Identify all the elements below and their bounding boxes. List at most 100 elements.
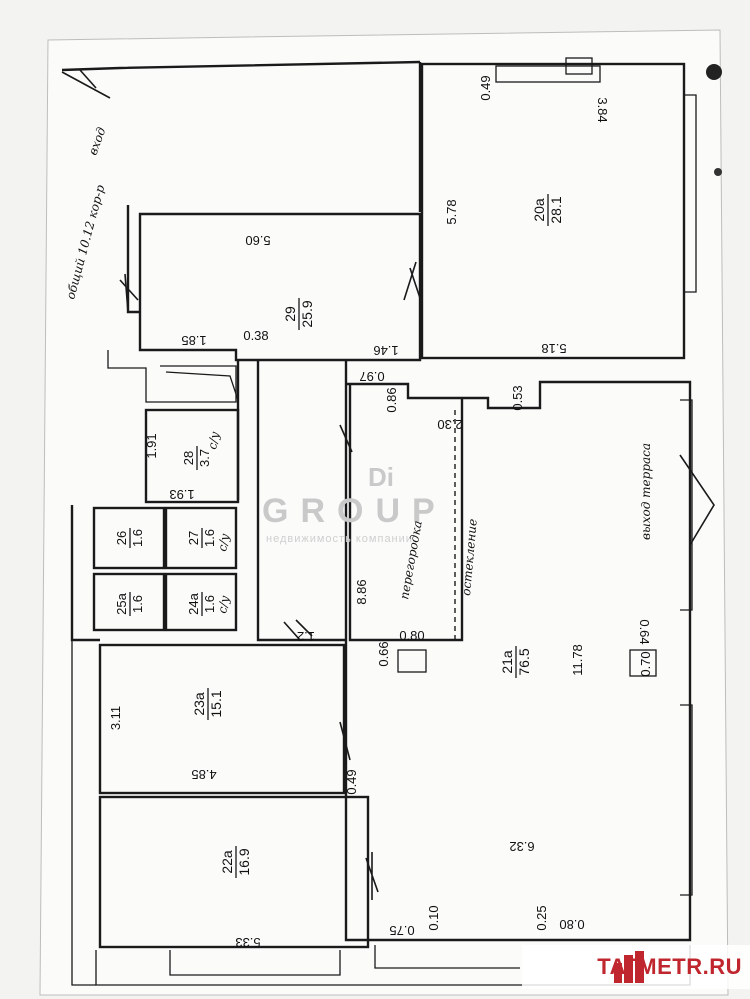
svg-text:3.7: 3.7 (197, 449, 212, 467)
svg-text:29: 29 (282, 306, 298, 322)
svg-text:21a: 21a (499, 650, 515, 674)
logo-building-icon (614, 951, 644, 983)
svg-text:25.9: 25.9 (299, 300, 315, 327)
scan-speck-2 (714, 168, 722, 176)
dim-d12: 2.30 (437, 417, 462, 432)
dim-d13: 1.91 (144, 433, 159, 458)
entrance-arrow (61, 69, 111, 99)
svg-text:1.6: 1.6 (130, 595, 145, 613)
room-23a-walls (98, 643, 346, 795)
dim-d15: 8.86 (354, 579, 369, 604)
note-room-27: с/у (215, 533, 232, 553)
room-27-label: 27 1.6 (186, 528, 217, 548)
door-terrace (679, 454, 715, 546)
dim-d24: 6.32 (509, 839, 534, 854)
corridor-wall-top (61, 60, 421, 72)
dim-d10: 0.86 (384, 387, 399, 412)
dim-d16: 0.80 (399, 628, 424, 643)
door-corridor (119, 273, 139, 313)
dim-d22: 4.85 (191, 767, 216, 782)
door-22a (365, 852, 379, 900)
dim-d11: 0.53 (510, 385, 525, 410)
door-20a (403, 261, 421, 301)
room-23a-label: 23a 15.1 (191, 688, 224, 720)
room-25a-label: 25a 1.6 (114, 592, 145, 616)
room-27-walls (164, 506, 238, 570)
room-21a-walls (344, 360, 692, 942)
room-28-walls (144, 408, 240, 504)
svg-text:26: 26 (114, 531, 129, 545)
dim-d14: 1.93 (169, 487, 194, 502)
note-glazing: остекление (459, 518, 480, 596)
room-22a-label: 22a 16.9 (219, 846, 252, 878)
door-21a-upper (339, 420, 353, 465)
dim-d20: 0.70 (638, 651, 653, 676)
svg-text:23a: 23a (191, 692, 207, 716)
dim-d18: 11.78 (570, 644, 585, 676)
dim-d19: 0.64 (637, 619, 652, 644)
dim-d21: 3.11 (108, 706, 123, 730)
svg-text:76.5: 76.5 (516, 648, 532, 675)
note-room-28: с/у (205, 431, 222, 451)
svg-text:1.6: 1.6 (130, 529, 145, 547)
dim-d5: 5.18 (541, 341, 566, 356)
dim-d29: 0.80 (559, 917, 584, 932)
spine-wall-left (256, 360, 346, 642)
svg-text:16.9: 16.9 (236, 848, 252, 875)
dim-d30: 1.2 (297, 629, 315, 644)
sheet-outline (39, 29, 729, 996)
dim-d28: 0.25 (534, 905, 549, 930)
dim-d9: 0.97 (359, 369, 384, 384)
room-26-label: 26 1.6 (114, 528, 145, 548)
svg-text:15.1: 15.1 (208, 690, 224, 717)
tatmetr-logo: TATMETR.RU (522, 945, 750, 989)
svg-text:27: 27 (186, 531, 201, 545)
svg-text:22a: 22a (219, 850, 235, 874)
watermark-tagline: недвижимость компании (266, 533, 413, 545)
room-20a-window (684, 94, 697, 293)
dim-d3: 5.78 (444, 199, 459, 224)
svg-text:28.1: 28.1 (548, 196, 564, 223)
room-28-label: 28 3.7 (181, 446, 212, 470)
room-20a-niche-2 (565, 57, 593, 75)
dim-d25: 5.33 (235, 935, 260, 950)
dim-d7: 0.38 (243, 328, 268, 343)
column-2 (629, 649, 657, 677)
room-20a-label: 20a 28.1 (531, 194, 564, 226)
dim-d1: 0.49 (478, 75, 493, 100)
room-21a-window-lower (680, 704, 693, 896)
dim-d6: 1.85 (181, 333, 206, 348)
left-facade (71, 640, 96, 986)
svg-text:20a: 20a (531, 198, 547, 222)
svg-text:24a: 24a (186, 592, 201, 614)
note-room-24: с/у (215, 595, 232, 615)
room-29-label: 29 25.9 (282, 298, 315, 330)
bottom-window-2 (374, 945, 520, 969)
room-22a-walls (98, 795, 370, 949)
dim-d4: 5.60 (245, 233, 270, 248)
room-29-walls (126, 205, 422, 362)
column-1 (397, 649, 427, 673)
step-mark (283, 619, 313, 641)
bottom-window (169, 950, 341, 976)
room-25-walls (92, 572, 166, 632)
dim-d27: 0.10 (426, 905, 441, 930)
dim-d26: 0.75 (389, 923, 414, 938)
room-21a-window-upper (680, 399, 693, 611)
closet-block (107, 350, 237, 403)
svg-text:1.6: 1.6 (202, 529, 217, 547)
watermark-top: Di (368, 462, 394, 492)
room-24-walls (164, 572, 238, 632)
partition-wall (348, 384, 464, 642)
dim-d2: 3.84 (595, 97, 610, 122)
room-20a-walls (420, 62, 686, 360)
room-24a-label: 24a 1.6 (186, 592, 217, 616)
room-20a-niche (495, 65, 601, 83)
dim-d23: 0.49 (344, 769, 359, 794)
scan-speck-1 (706, 64, 722, 80)
closet-diagonal (165, 371, 239, 401)
svg-text:25a: 25a (114, 592, 129, 614)
room-26-walls (92, 506, 166, 570)
dim-d8: 1.46 (373, 343, 398, 358)
